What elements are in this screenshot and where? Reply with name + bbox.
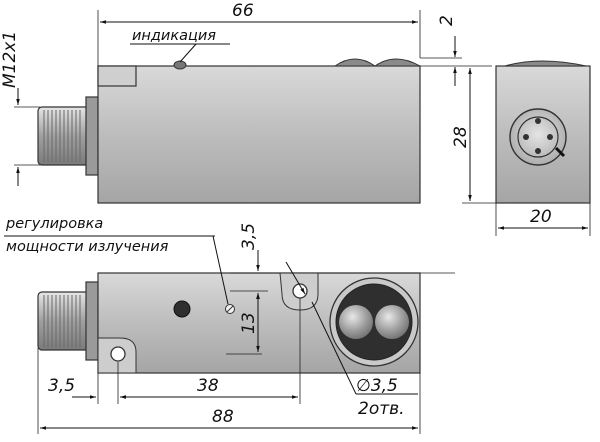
pin-3: [547, 134, 553, 140]
top-connector: [37, 96, 99, 176]
lens-receiver: [375, 305, 409, 339]
lens-emitter: [339, 305, 373, 339]
front-connector: [37, 281, 99, 361]
hole-count-label: 2отв.: [358, 399, 405, 419]
indicator-led: [173, 60, 187, 70]
pin-1: [535, 118, 541, 124]
top-view: 66 индикация M12x1 2: [0, 1, 492, 204]
pin-4: [535, 148, 541, 154]
side-view: 28 20: [451, 60, 591, 236]
dim-2-label: 2: [437, 15, 457, 26]
top-lenses: [333, 58, 422, 67]
top-body: [97, 65, 421, 204]
dim-13-label: 13: [239, 312, 259, 334]
mount-hole-left: [110, 346, 126, 362]
front-view: регулировка мощности излучения 3,5 13 3,…: [4, 216, 455, 434]
lens-window: [335, 283, 413, 361]
dim-3-5-vertical-label: 3,5: [239, 223, 259, 250]
dim-3-5-bottom-label: 3,5: [48, 376, 75, 396]
pin-2: [523, 134, 529, 140]
dim-66-label: 66: [232, 1, 254, 21]
adjust-label-2: мощности излучения: [6, 239, 169, 255]
adjust-label-1: регулировка: [5, 216, 103, 232]
dim-38-label: 38: [197, 376, 219, 396]
thread-label: M12x1: [0, 31, 20, 88]
dim-28-label: 28: [451, 126, 471, 148]
dim-20-label: 20: [530, 207, 552, 227]
dark-indicator: [173, 300, 191, 318]
indication-label: индикация: [132, 28, 216, 44]
dim-88-label: 88: [212, 407, 234, 427]
top-tab: [97, 65, 137, 87]
hole-diameter-label: ∅3,5: [356, 376, 398, 396]
